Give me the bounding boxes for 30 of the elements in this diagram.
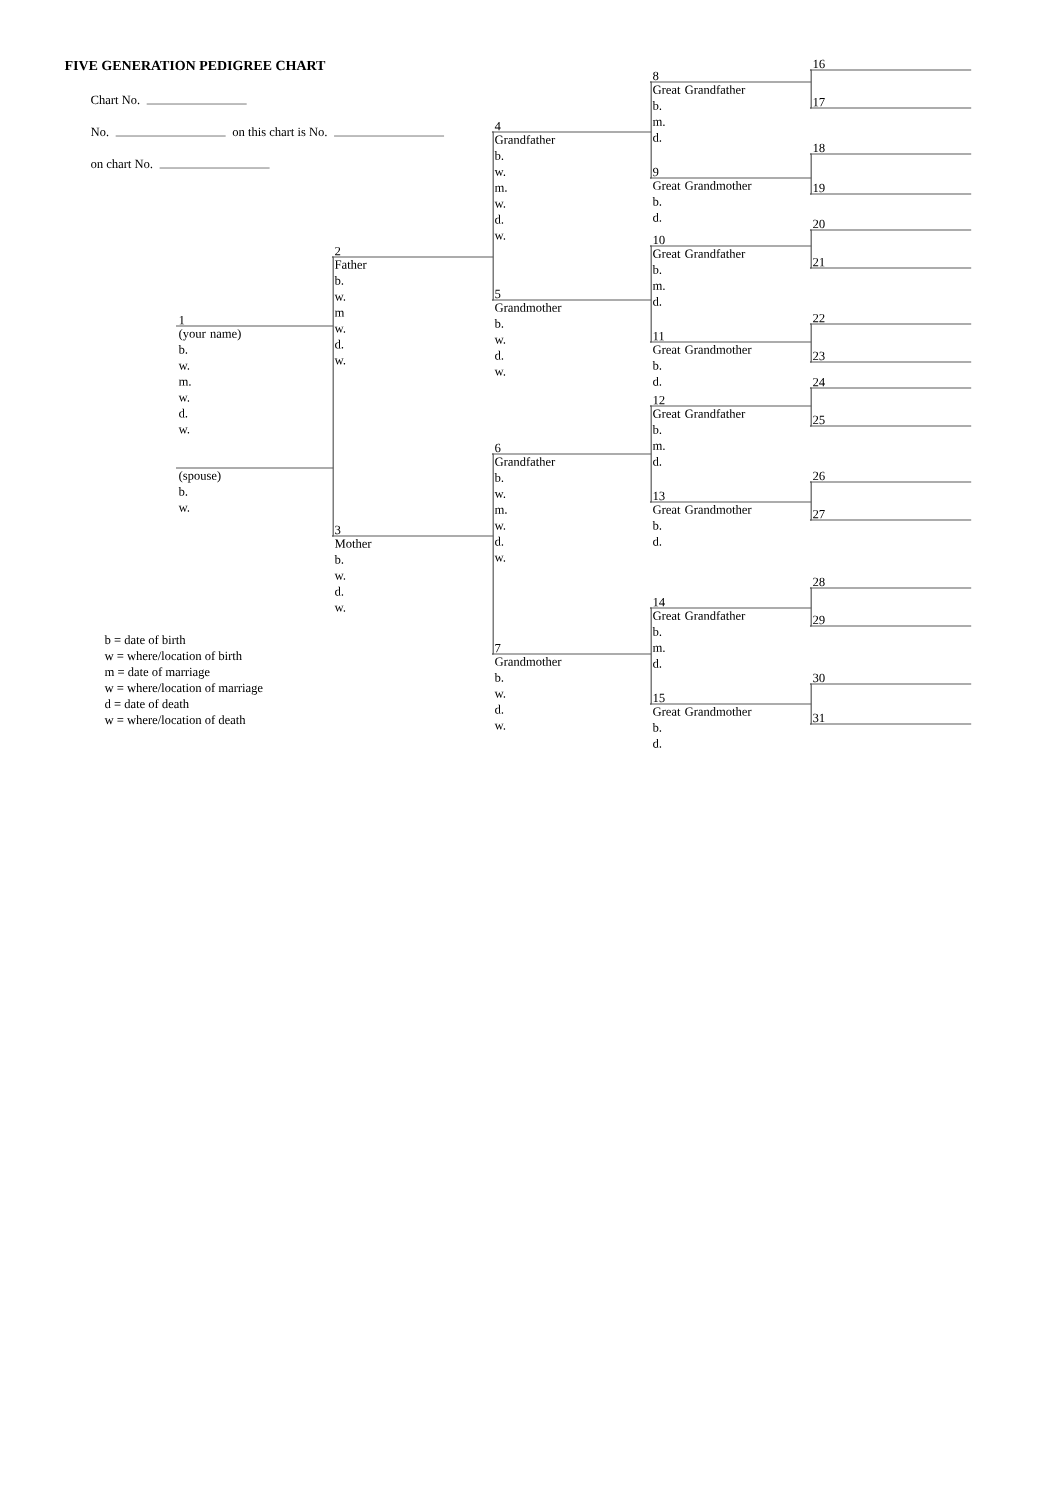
bracket-line [809,341,812,363]
bracket-line [491,535,494,655]
bracket-line [649,653,652,705]
bracket-line [649,299,652,343]
bracket-line [809,81,812,109]
bracket-line [649,131,652,179]
bracket-line [331,325,334,537]
bracket-line [809,229,812,247]
bracket-line [809,587,812,609]
bracket-line [809,69,812,83]
bracket-line [809,323,812,343]
bracket-line [809,481,812,503]
bracket-line [491,131,494,258]
bracket-line [649,405,652,455]
bracket-line [491,453,494,537]
bracket-line [809,607,812,627]
bracket-line [649,453,652,503]
bracket-line [809,245,812,269]
bracket-line [809,501,812,521]
bracket-line [809,177,812,195]
bracket-line [649,81,652,133]
bracket-line [809,387,812,407]
bracket-line [649,245,652,301]
bracket-line [809,153,812,179]
bracket-line [809,405,812,427]
bracket-line [809,683,812,705]
bracket-line [491,256,494,301]
bracket-line [809,703,812,725]
bracket-line [649,607,652,655]
bracket-line [331,256,334,327]
